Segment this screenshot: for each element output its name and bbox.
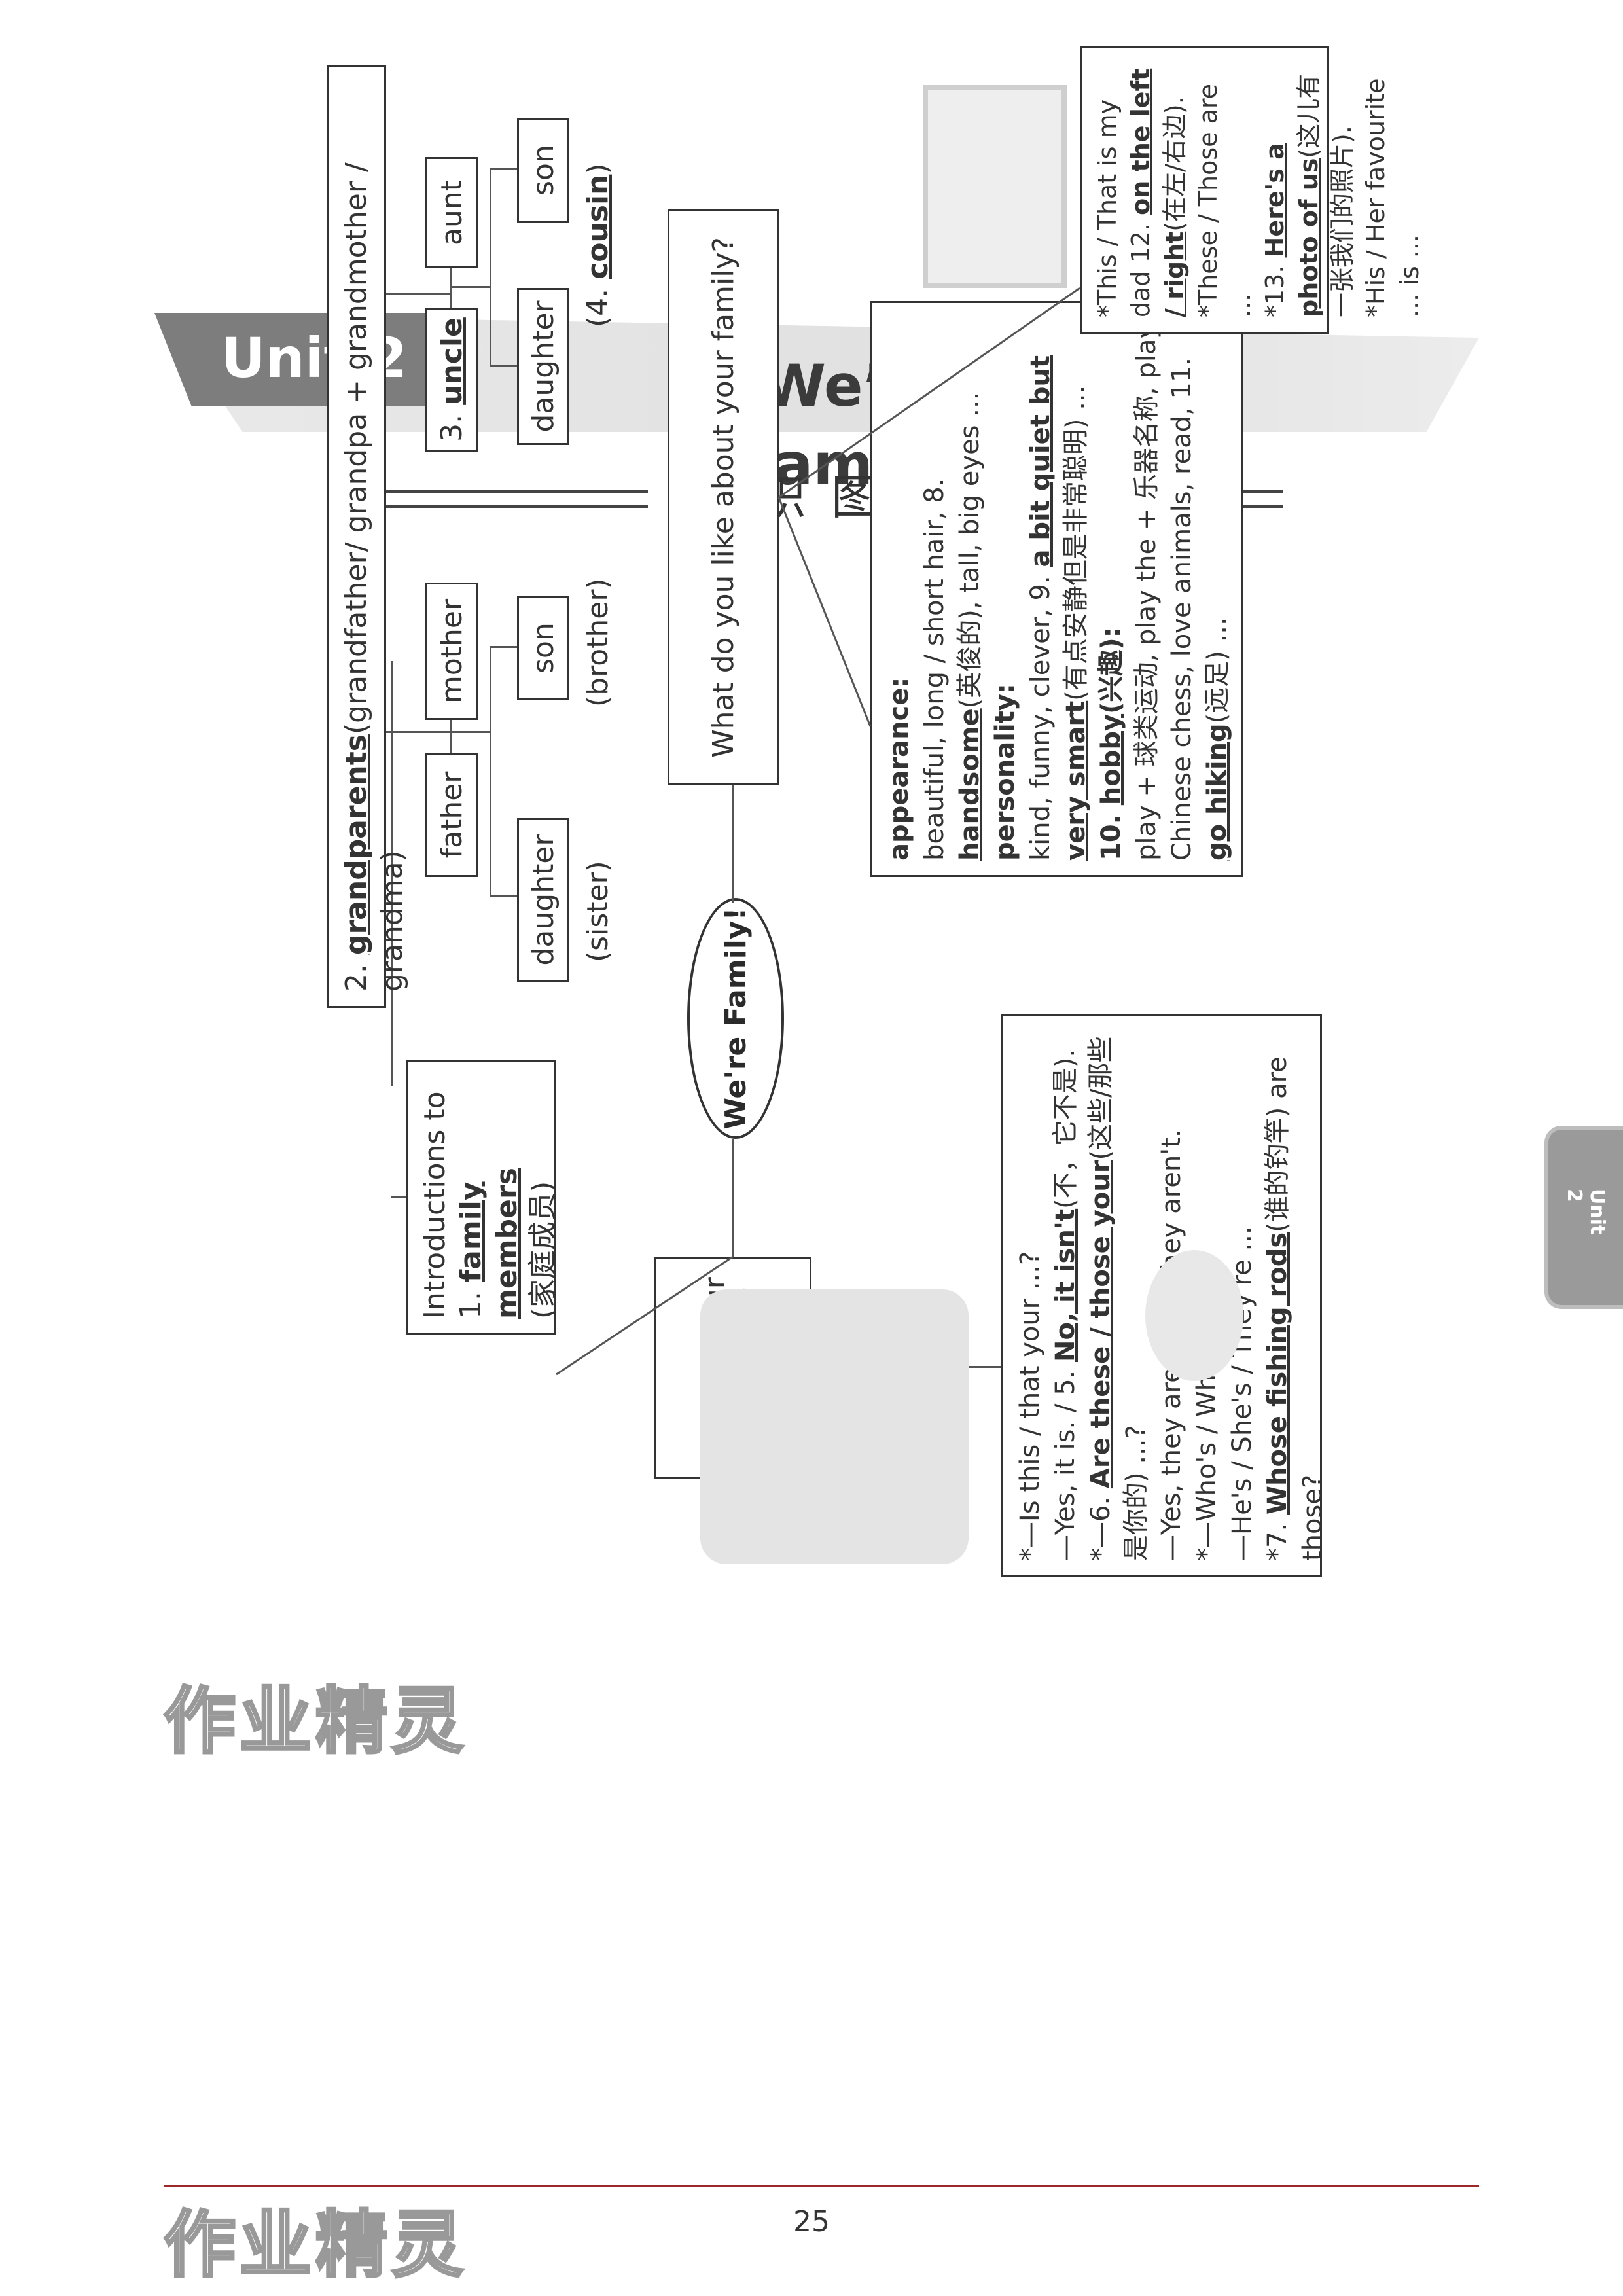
footer-rule bbox=[164, 2185, 1479, 2187]
watermark: 作业精灵 bbox=[162, 1678, 467, 1765]
arrow-lines bbox=[556, 287, 1080, 1376]
side-tab: Unit 2 bbox=[1544, 1126, 1623, 1309]
ornament-left bbox=[380, 490, 648, 508]
page-number: 25 bbox=[793, 2205, 830, 2238]
photo-line: *His / Her favourite ... is ... bbox=[1361, 78, 1424, 318]
side-tab-label: Unit 2 bbox=[1563, 1189, 1609, 1235]
dog-illustration bbox=[1145, 1250, 1243, 1381]
family-group-illustration bbox=[700, 1289, 969, 1564]
watermark-footer: 作业精灵 bbox=[162, 2202, 467, 2288]
family-photo-illustration bbox=[923, 85, 1067, 288]
unit-tab bbox=[154, 313, 462, 406]
mind-map: We're Family! What is your family like? … bbox=[308, 46, 1424, 2134]
mind-map-canvas: We're Family! What is your family like? … bbox=[308, 39, 1424, 1597]
